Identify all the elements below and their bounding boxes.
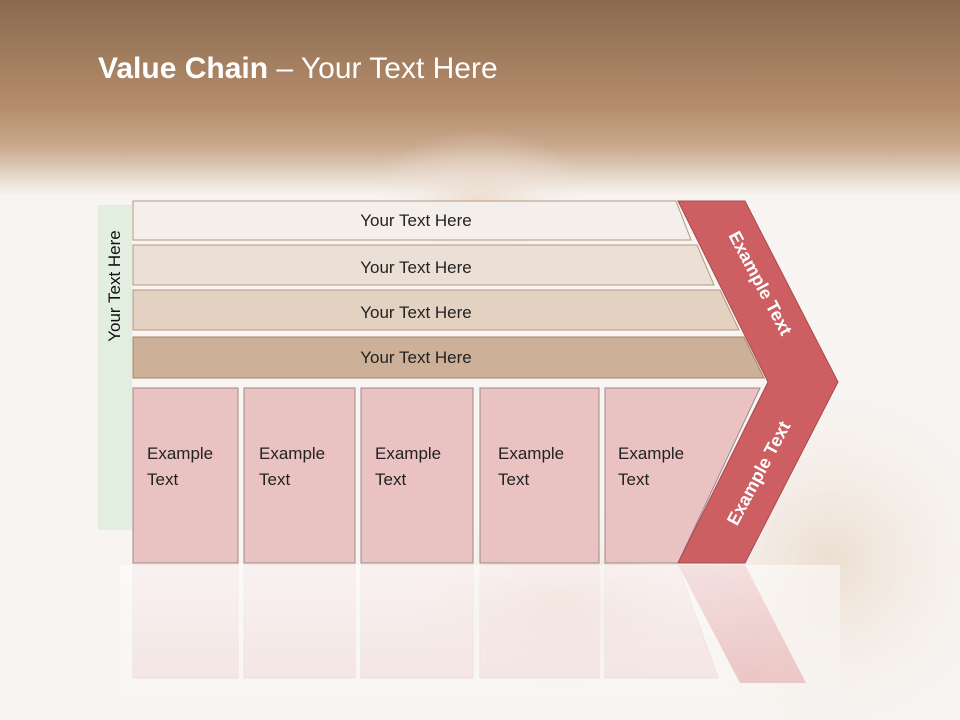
title-bold: Value Chain	[98, 52, 269, 85]
primary-line1-3: Example	[375, 444, 441, 463]
primary-box-4[interactable]: Example Text	[479, 387, 600, 564]
support-label-4: Your Text Here	[360, 348, 472, 367]
reflection-fade	[120, 565, 840, 720]
title-rest: – Your Text Here	[268, 52, 498, 85]
primary-line1-1: Example	[147, 444, 213, 463]
support-bar-1[interactable]	[132, 200, 692, 241]
support-bar-3[interactable]	[132, 289, 740, 331]
primary-line2-2: Text	[259, 470, 290, 489]
support-row-1: Your Text Here	[132, 200, 692, 241]
side-axis-label: Your Text Here	[105, 230, 124, 342]
primary-box-1[interactable]: Example Text	[132, 387, 239, 564]
primary-line1-5: Example	[618, 444, 684, 463]
primary-line2-1: Text	[147, 470, 178, 489]
support-row-4: Your Text Here	[132, 336, 765, 379]
margin-arrow-shape	[677, 200, 839, 564]
slide-title: Value Chain – Your Text Here	[98, 52, 498, 86]
primary-line2-3: Text	[375, 470, 406, 489]
primary-box-5[interactable]: Example Text	[604, 387, 761, 564]
primary-line2-5: Text	[618, 470, 649, 489]
support-bar-2[interactable]	[132, 244, 715, 286]
support-bar-4[interactable]	[132, 336, 765, 379]
support-label-1: Your Text Here	[360, 211, 472, 230]
primary-box-2[interactable]: Example Text	[243, 387, 356, 564]
support-row-2: Your Text Here	[132, 244, 715, 286]
support-label-3: Your Text Here	[360, 303, 472, 322]
primary-line1-4: Example	[498, 444, 564, 463]
margin-arrow[interactable]: Example Text Example Text	[677, 200, 839, 564]
primary-line1-2: Example	[259, 444, 325, 463]
primary-line2-4: Text	[498, 470, 529, 489]
support-label-2: Your Text Here	[360, 258, 472, 277]
support-row-3: Your Text Here	[132, 289, 740, 331]
side-band	[98, 205, 132, 530]
primary-box-3[interactable]: Example Text	[360, 387, 474, 564]
